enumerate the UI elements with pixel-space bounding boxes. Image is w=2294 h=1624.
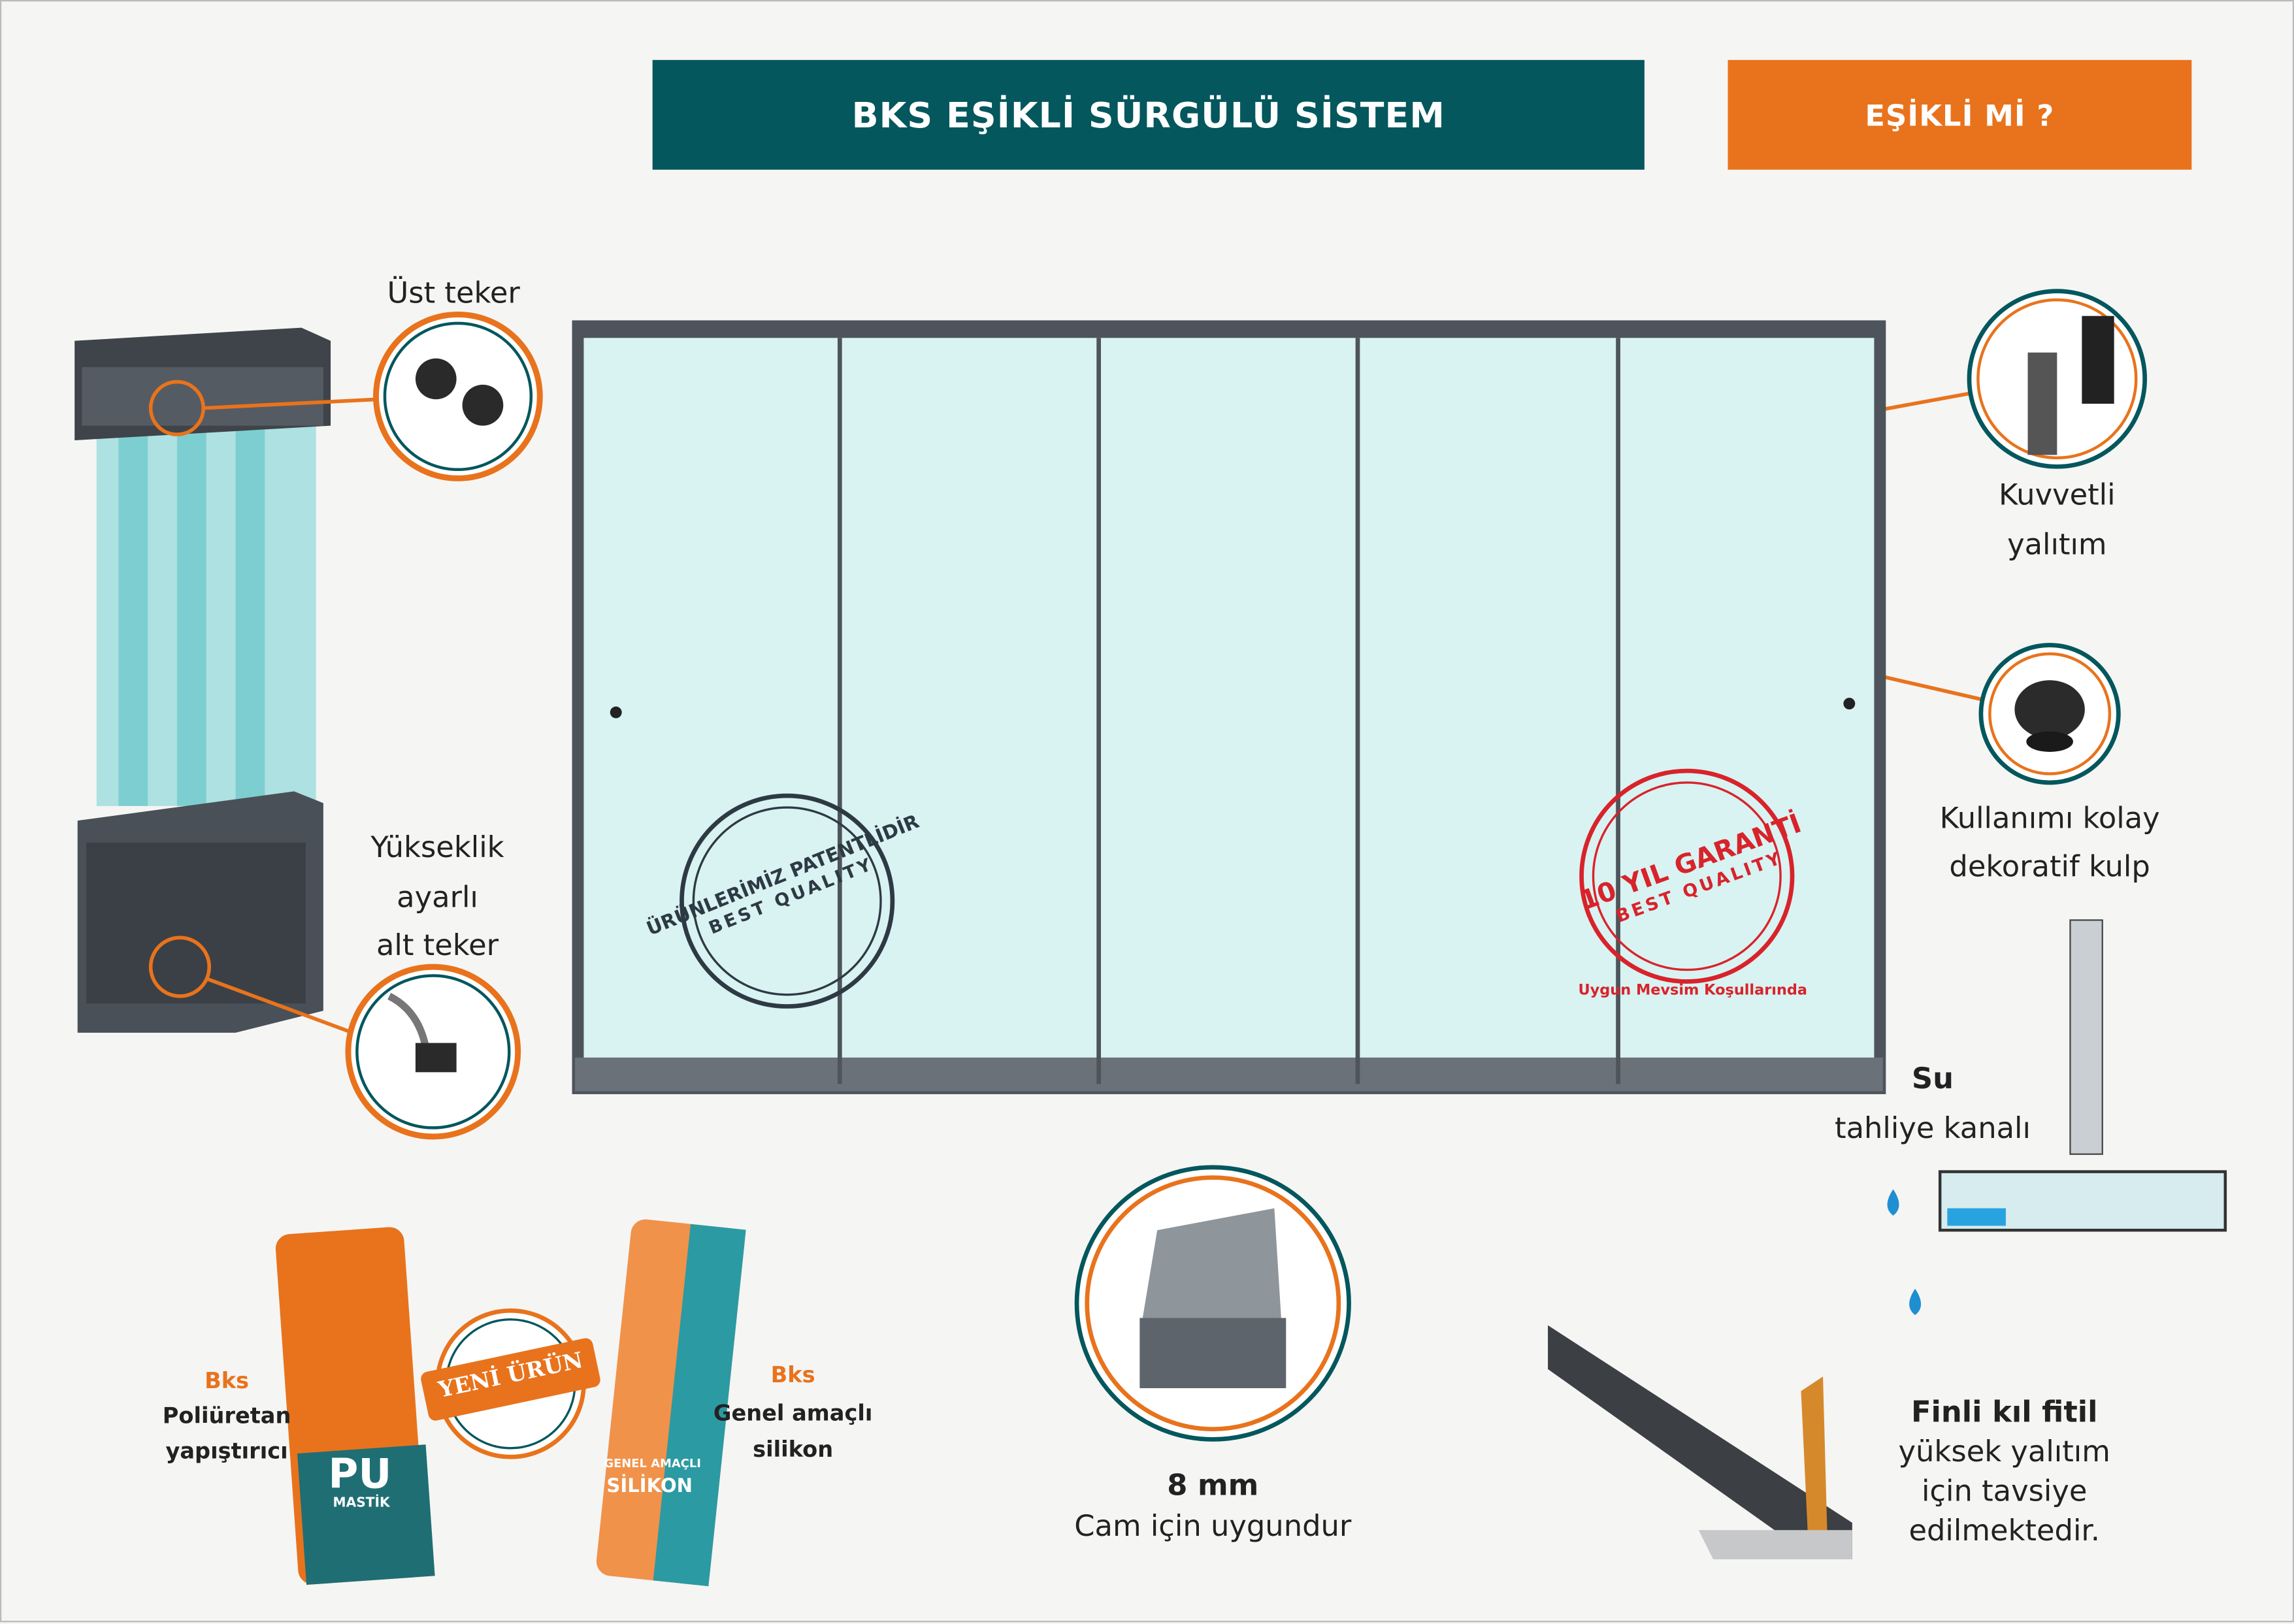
insulation-circle <box>1967 289 2148 469</box>
handle-circle <box>1978 643 2121 785</box>
question-label: EŞİKLİ Mİ ? <box>1865 97 2055 133</box>
question-banner: EŞİKLİ Mİ ? <box>1728 59 2192 170</box>
pu-tube-sub: MASTİK <box>333 1496 390 1512</box>
silicone-type: silikon <box>753 1436 834 1463</box>
pu-brand: Bks <box>205 1367 250 1394</box>
handle-label-2: dekoratif kulp <box>1949 848 2150 884</box>
stamp-rings <box>680 768 1795 1009</box>
bottom-wheel-circle <box>345 964 521 1140</box>
bottom-wheel-label-1: Yükseklik <box>370 829 504 865</box>
silicone-tube-image <box>596 1219 746 1587</box>
pu-tube-label: PU <box>328 1450 392 1498</box>
bottom-wheel-label-3: alt teker <box>376 927 499 963</box>
glass-text: Cam için uygundur <box>1074 1508 1352 1544</box>
profile-section-image <box>74 327 331 1033</box>
sliding-glass-frame <box>572 320 1886 1094</box>
pu-tube-image <box>275 1227 435 1585</box>
silicone-tube-sub: GENEL AMAÇLI <box>604 1457 701 1470</box>
handle-label-1: Kullanımı kolay <box>1939 800 2160 836</box>
silicone-brand: Bks <box>770 1361 815 1389</box>
top-wheel-label: Üst teker <box>387 274 520 310</box>
drain-profile-image <box>1887 919 2227 1316</box>
title-banner: BKS EŞİKLİ SÜRGÜLÜ SİSTEM <box>652 59 1645 170</box>
insulation-label-2: yalıtım <box>2007 527 2107 562</box>
brush-title: Finli kıl fitil <box>1910 1393 2098 1429</box>
glass-8mm-circle <box>1074 1165 1351 1442</box>
silicone-tube-label: SİLİKON <box>606 1476 693 1498</box>
bottom-wheel-label-2: ayarlı <box>397 879 478 915</box>
drain-text: tahliye kanalı <box>1835 1110 2031 1146</box>
warranty-note: Uygun Mevsim Koşullarında <box>1578 983 1808 999</box>
insulation-label-1: Kuvvetli <box>1999 476 2116 512</box>
glass-title: 8 mm <box>1167 1467 1259 1502</box>
silicone-name: Genel amaçlı <box>713 1399 873 1427</box>
drain-title: Su <box>1911 1060 1954 1096</box>
pu-type: yapıştırıcı <box>165 1438 288 1465</box>
brush-line-2: için tavsiye <box>1921 1472 2088 1508</box>
brush-seal-image <box>1548 1325 1852 1559</box>
brush-line-1: yüksek yalıtım <box>1898 1433 2110 1469</box>
brush-line-3: edilmektedir. <box>1909 1512 2100 1548</box>
yeni-urun-badge <box>421 1308 600 1459</box>
pu-name: Poliüretan <box>162 1403 291 1429</box>
page-title: BKS EŞİKLİ SÜRGÜLÜ SİSTEM <box>851 94 1445 136</box>
top-wheel-circle <box>372 311 543 481</box>
